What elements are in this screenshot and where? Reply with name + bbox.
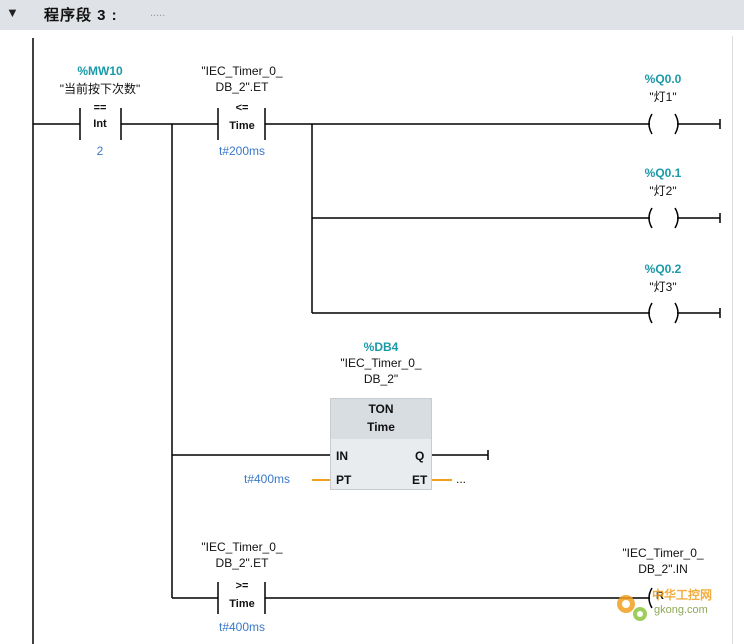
contact-et-tag-line2[interactable]: DB_2".ET [215, 80, 269, 94]
contact-mw10-value[interactable]: 2 [96, 144, 104, 158]
network-header[interactable]: ▼ 程序段 3 : ..... [0, 0, 744, 30]
ton-name: TON [368, 402, 394, 416]
contact-et-ge-type[interactable]: Time [229, 598, 255, 610]
contact-et-type[interactable]: Time [229, 120, 255, 132]
ton-block-header [331, 399, 431, 439]
coil-reset-tag-line1[interactable]: "IEC_Timer_0_ [622, 546, 704, 560]
ton-tag-line2[interactable]: DB_2" [363, 372, 399, 386]
coil-reset-tag-line2[interactable]: DB_2".IN [638, 562, 688, 576]
contact-et-ge-tag-line1[interactable]: "IEC_Timer_0_ [201, 540, 283, 554]
ton-et-value[interactable]: ... [456, 472, 467, 486]
ton-pt-value[interactable]: t#400ms [244, 472, 291, 486]
ton-q-pin: Q [415, 449, 425, 463]
contact-mw10-type[interactable]: Int [93, 118, 107, 130]
watermark-subtext: gkong.com [654, 604, 708, 616]
coil-q01-tag[interactable]: "灯2" [649, 184, 677, 198]
contact-et-ge-value[interactable]: t#400ms [218, 620, 266, 634]
ton-db-address[interactable]: %DB4 [363, 340, 399, 354]
contact-et-tag-line1[interactable]: "IEC_Timer_0_ [201, 64, 283, 78]
ton-type[interactable]: Time [367, 420, 395, 434]
network-title: 程序段 3 : [44, 7, 118, 24]
ton-tag-line1[interactable]: "IEC_Timer_0_ [340, 356, 422, 370]
coil-q00-address[interactable]: %Q0.0 [644, 72, 682, 86]
contact-mw10-tag[interactable]: "当前按下次数" [59, 82, 141, 96]
editor-right-border [732, 36, 733, 644]
contact-mw10-address[interactable]: %MW10 [77, 64, 123, 78]
coil-reset-label: R [656, 590, 664, 602]
gear-logo-icon [617, 595, 647, 621]
watermark-text: 中华工控网 [652, 588, 713, 602]
ton-block[interactable] [330, 398, 432, 490]
coil-q02-address[interactable]: %Q0.2 [644, 262, 682, 276]
contact-et-operator: <= [235, 102, 249, 114]
contact-et-value[interactable]: t#200ms [218, 144, 266, 158]
coil-q02-tag[interactable]: "灯3" [649, 280, 677, 294]
contact-et-ge-operator: >= [235, 580, 249, 592]
contact-et-ge-tag-line2[interactable]: DB_2".ET [215, 556, 269, 570]
ton-et-pin: ET [412, 473, 428, 487]
ton-in-pin: IN [336, 449, 348, 463]
coil-q01-address[interactable]: %Q0.1 [644, 166, 682, 180]
collapse-triangle-icon[interactable]: ▼ [6, 5, 19, 20]
gkong-watermark: 中华工控网 gkong.com [612, 584, 732, 628]
ton-pt-pin: PT [336, 473, 352, 487]
coil-q00-tag[interactable]: "灯1" [649, 90, 677, 104]
network-comment[interactable]: ..... [150, 7, 166, 19]
contact-mw10-operator: == [93, 102, 107, 114]
